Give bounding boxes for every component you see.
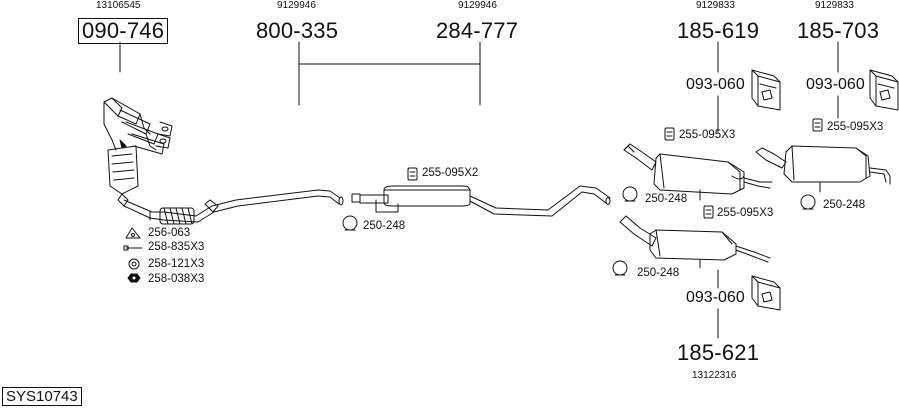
rear-muffler-right [755, 145, 891, 193]
clamp-rear-right-label[interactable]: 255-095X3 [827, 121, 884, 133]
clamp-center-label[interactable]: 255-095X2 [422, 167, 479, 179]
washer-front [128, 258, 140, 270]
mid-section-ref-number: 9129946 [458, 0, 497, 11]
rear-left-ref-number: 9129833 [696, 0, 735, 11]
ring-rear-right [800, 194, 816, 210]
ring-center [342, 215, 358, 231]
manifold-ref-number: 13106545 [96, 0, 141, 11]
bolt-front-label[interactable]: 258-835X3 [148, 241, 205, 253]
front-pipe-part-number[interactable]: 800-335 [256, 18, 339, 43]
bolt-front [123, 245, 143, 251]
rear-right-part-number[interactable]: 185-703 [797, 18, 880, 43]
front-pipe [123, 189, 344, 225]
rear-right-ref-number: 9129833 [815, 0, 854, 11]
mount-kit-bottom-label[interactable]: 093-060 [686, 289, 745, 306]
ring-rear-bottom [612, 260, 628, 276]
mount-kit-right [869, 69, 899, 111]
clamp-center [407, 167, 418, 181]
nut-front-label[interactable]: 258-038X3 [148, 273, 205, 285]
ring-rear-bottom-label[interactable]: 250-248 [637, 267, 680, 279]
clamp-rear-left-label[interactable]: 255-095X3 [679, 129, 736, 141]
clamp-rear-bottom-label[interactable]: 255-095X3 [717, 207, 774, 219]
gasket-front-label[interactable]: 256-063 [148, 227, 191, 239]
mount-kit-left [751, 69, 781, 111]
washer-front-label[interactable]: 258-121X3 [148, 258, 205, 270]
mount-kit-left-label[interactable]: 093-060 [686, 76, 745, 93]
rear-bottom-part-number[interactable]: 185-621 [677, 340, 760, 365]
ring-center-label[interactable]: 250-248 [363, 220, 406, 232]
exhaust-manifold [103, 97, 173, 207]
leader-lines [119, 41, 839, 339]
gasket-front [125, 227, 141, 239]
mid-section-part-number[interactable]: 284-777 [436, 18, 519, 43]
clamp-rear-left [664, 127, 675, 141]
rear-left-part-number[interactable]: 185-619 [677, 18, 760, 43]
front-pipe-ref-number: 9129946 [277, 0, 316, 11]
rear-muffler-bottom [619, 215, 771, 269]
center-section [351, 185, 611, 217]
system-code: SYS10743 [2, 387, 82, 406]
clamp-rear-bottom [703, 205, 714, 219]
ring-rear-left-label[interactable]: 250-248 [645, 193, 688, 205]
clamp-rear-right [812, 118, 823, 132]
manifold-part-number[interactable]: 090-746 [78, 18, 169, 44]
rear-muffler-left [623, 143, 773, 201]
ring-rear-right-label[interactable]: 250-248 [823, 199, 866, 211]
rear-bottom-ref-number: 13122316 [692, 370, 737, 381]
mount-kit-bottom [751, 275, 781, 311]
ring-rear-left [622, 186, 638, 202]
nut-front [127, 273, 141, 283]
mount-kit-right-label[interactable]: 093-060 [806, 76, 865, 93]
